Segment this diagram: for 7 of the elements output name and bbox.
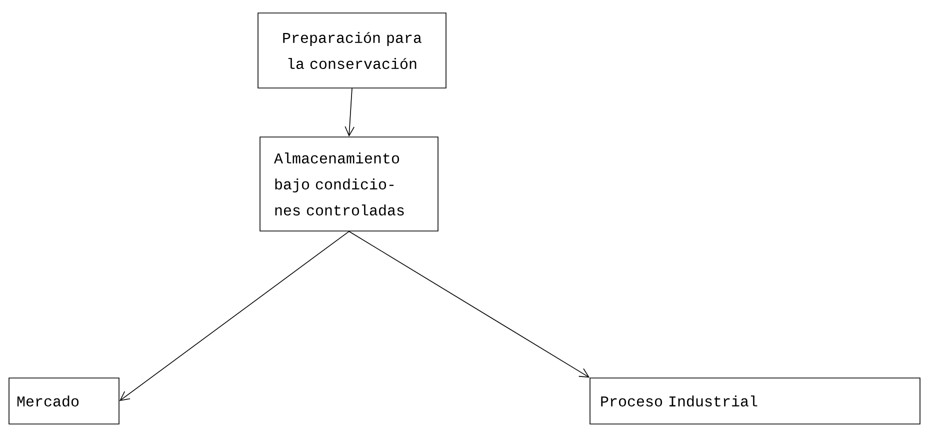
- arrow: [344, 88, 355, 137]
- process-box: Proceso Industrial: [590, 378, 920, 424]
- process-box: Mercado: [8, 378, 120, 424]
- arrow: [348, 231, 590, 378]
- process-box: Almacenamiento bajo condicio- nes controladas: [260, 136, 438, 232]
- arrow: [119, 231, 350, 401]
- process-box: Preparación para la conservación: [258, 12, 446, 88]
